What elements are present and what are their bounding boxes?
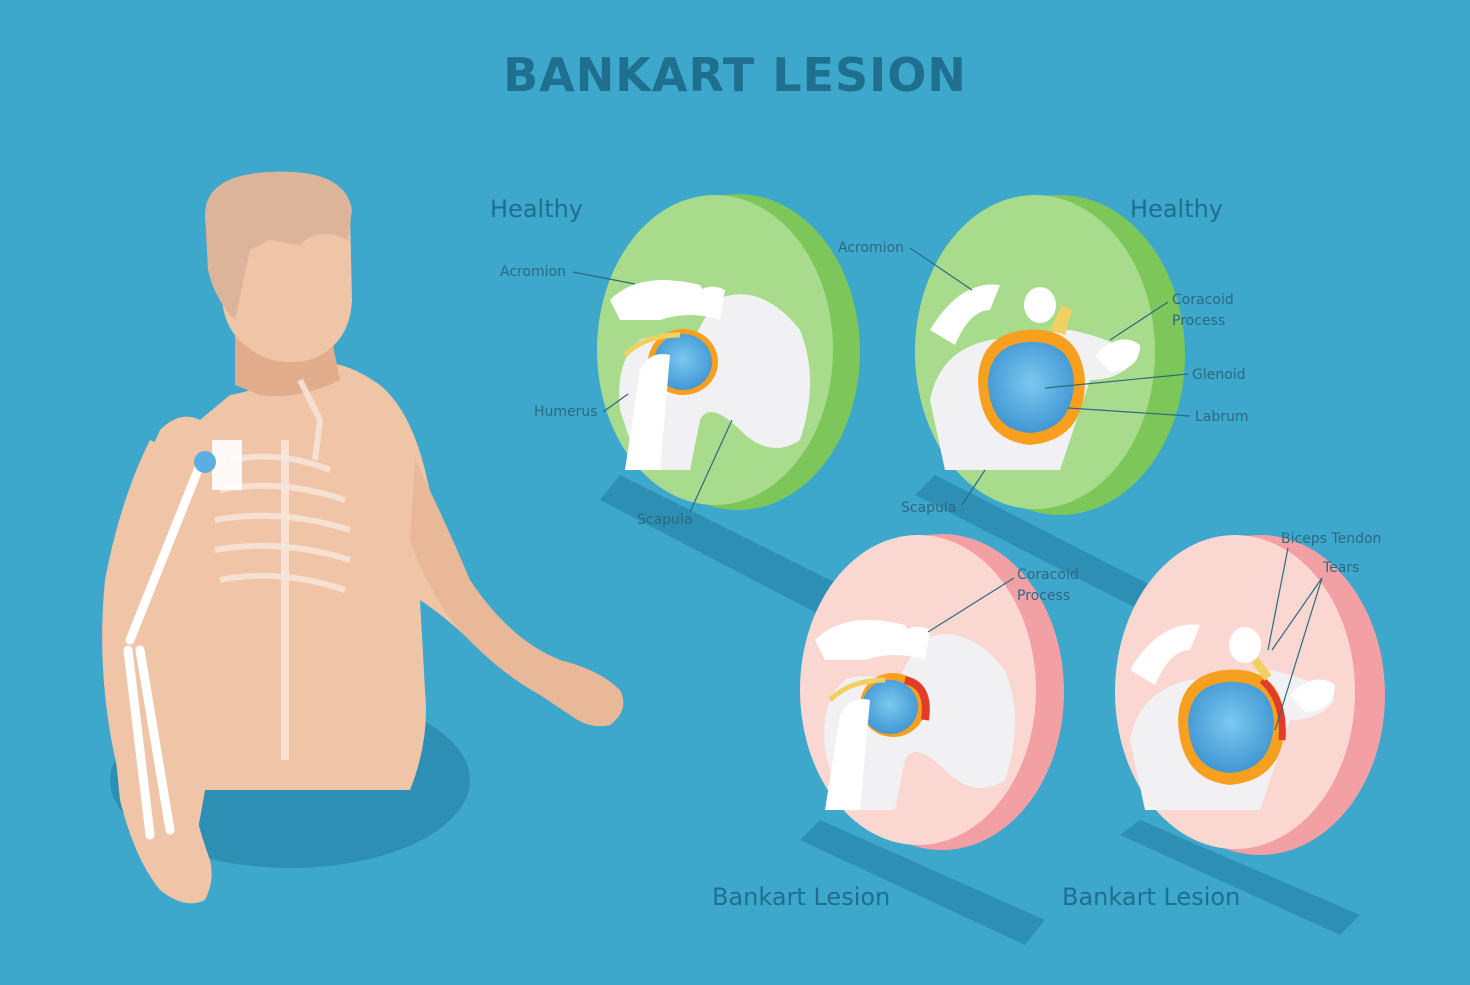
human-figure xyxy=(102,171,624,904)
scapula-bone xyxy=(212,440,242,490)
left-arm xyxy=(102,440,220,904)
disc-healthy-right xyxy=(915,195,1185,515)
leader-lines xyxy=(572,247,1323,731)
label-labrum: Labrum xyxy=(1195,409,1249,425)
page-title: BANKART LESION xyxy=(503,48,967,102)
arm-bones xyxy=(123,460,205,840)
label-tears: Tears xyxy=(1323,560,1360,576)
hair xyxy=(205,171,352,320)
label-humerus: Humerus xyxy=(534,404,598,420)
label-biceps-tendon: Biceps Tendon xyxy=(1281,531,1382,547)
label-coracoid-lesion-2: Process xyxy=(1017,588,1071,604)
disc-lesion-right xyxy=(1115,535,1385,855)
lesion-right-caption: Bankart Lesion xyxy=(1062,883,1241,911)
healthy-left-heading: Healthy xyxy=(490,195,584,223)
lesion-left-caption: Bankart Lesion xyxy=(712,883,891,911)
disc-shadows xyxy=(600,475,1360,945)
label-glenoid: Glenoid xyxy=(1192,367,1246,383)
right-arm xyxy=(410,460,624,727)
healthy-right-heading: Healthy xyxy=(1130,195,1224,223)
torso xyxy=(106,362,601,890)
label-coracoid-lesion-1: Coracoid xyxy=(1017,567,1079,583)
label-scapula-left: Scapula xyxy=(637,512,693,528)
label-acromion-right: Acromion xyxy=(838,240,905,256)
disc-healthy-left xyxy=(597,194,860,510)
shoulder-joint xyxy=(194,451,216,473)
label-coracoid-right-2: Process xyxy=(1172,313,1226,329)
label-acromion-left: Acromion xyxy=(500,264,567,280)
label-scapula-right: Scapula xyxy=(901,500,957,516)
disc-lesion-left xyxy=(800,534,1064,850)
label-coracoid-right-1: Coracoid xyxy=(1172,292,1234,308)
